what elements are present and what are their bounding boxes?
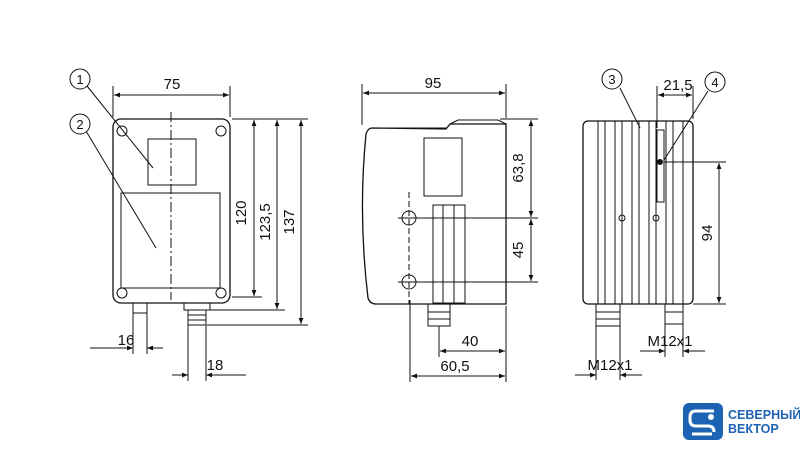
screw-icon [215,287,227,299]
mount-bracket [432,204,466,304]
dim-75-label: 75 [164,76,181,93]
rear-connector-left [595,303,621,327]
front-view-labels: 75 1 2 120 123,5 137 16 18 [76,72,298,374]
callout-1-label: 1 [76,72,83,87]
connector-large [183,302,211,311]
front-view [69,68,308,381]
dim-63-8-label: 63,8 [510,153,527,182]
rear-slot [656,129,665,203]
logo-text-line2: ВЕКТОР [728,422,779,436]
dim-94-label: 94 [699,225,716,242]
side-housing [361,123,507,305]
screw-icon [116,287,128,299]
callout-3-leader [619,87,641,129]
callout-1-leader [86,85,154,169]
dim-45-label: 45 [510,242,527,259]
side-connector [427,303,451,327]
callout-4-circle [704,71,726,93]
dim-21-5-label: 21,5 [663,77,692,94]
rear-hole-icon [652,214,660,222]
callout-4-leader [663,90,709,161]
side-top-clip [449,119,507,125]
side-view-labels: 95 63,8 45 40 60,5 [425,75,527,375]
rear-housing [582,120,694,305]
connector-left-label: M12x1 [587,357,632,374]
dim-120-label: 120 [233,200,250,225]
dim-137-label: 137 [281,209,298,234]
rear-connector-right [664,303,684,325]
connector-right-label: M12x1 [647,333,692,350]
callout-1-circle [69,68,91,90]
screw-icon [116,125,128,137]
dim-95-label: 95 [425,75,442,92]
screw-icon [215,125,227,137]
callout-4-label: 4 [711,75,718,90]
connector-small [132,302,148,314]
display-window [147,138,197,186]
rear-view-labels: 21,5 94 M12x1 M12x1 3 4 [587,72,718,374]
callout-2-label: 2 [76,117,83,132]
callout-2-leader [85,130,157,249]
company-logo: СЕВЕРНЫЙ ВЕКТОР [683,403,800,440]
dim-60-5-label: 60,5 [440,358,469,375]
side-view [361,84,538,382]
dim-18-label: 18 [207,357,224,374]
side-window [423,137,463,197]
logo-text-line1: СЕВЕРНЫЙ [728,407,800,422]
led-icon [657,159,663,165]
rear-view [575,68,726,380]
connector-large-nut [187,309,207,326]
callout-3-label: 3 [608,72,615,87]
dim-123-5-label: 123,5 [257,203,274,241]
rear-hole-icon [618,214,626,222]
callout-2-circle [69,113,91,135]
dim-16-label: 16 [118,332,135,349]
dim-40-label: 40 [462,333,479,350]
callout-3-circle [601,68,623,90]
